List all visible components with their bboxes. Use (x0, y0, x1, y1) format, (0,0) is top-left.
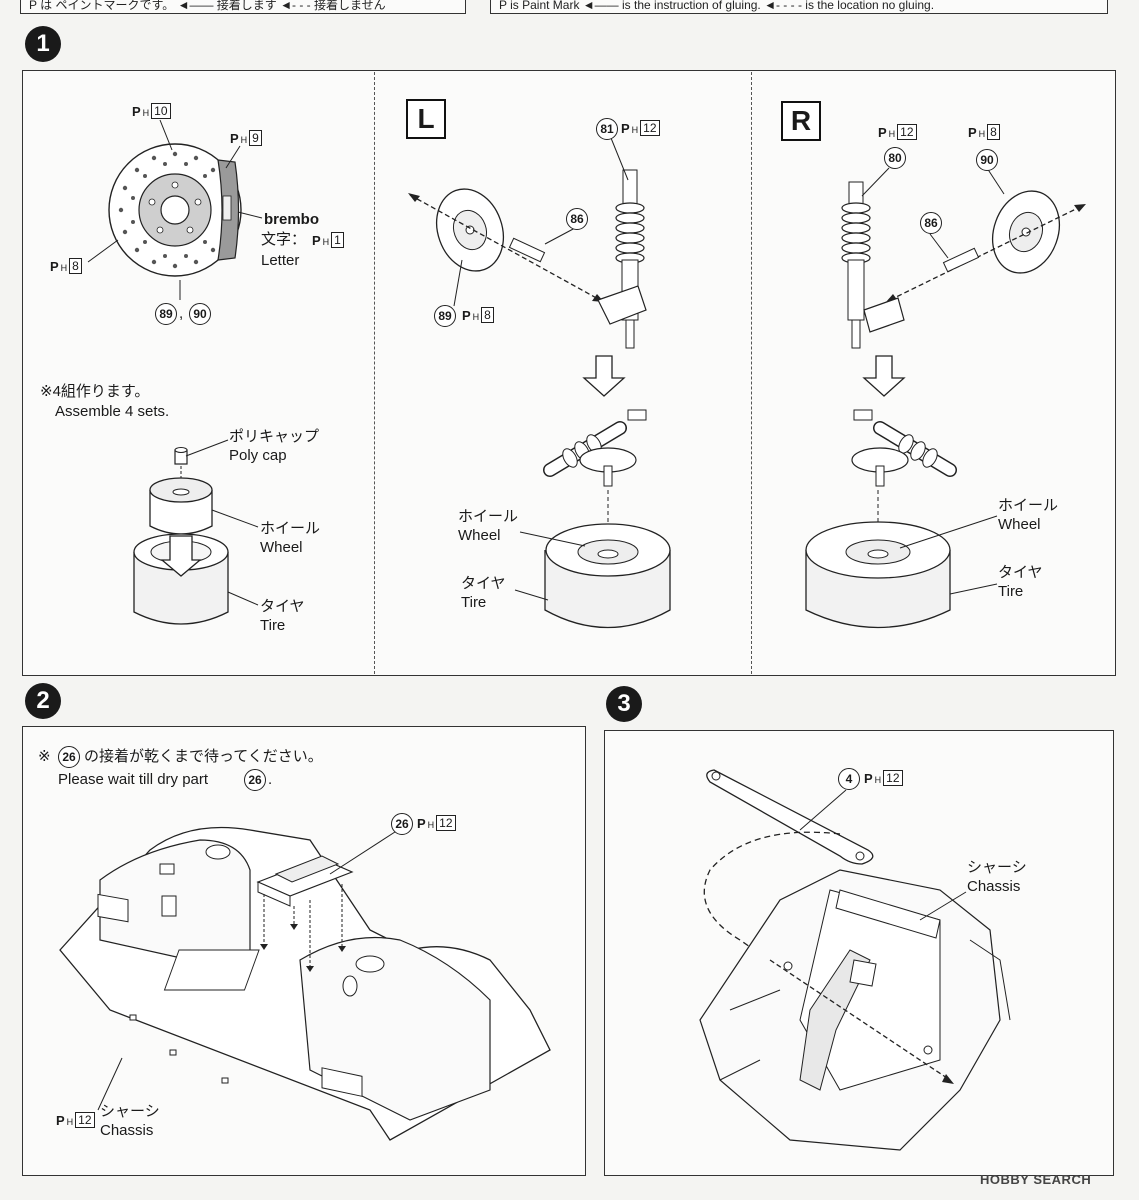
part-26: 26 (391, 813, 413, 835)
assemble-note-jp: ※4組作ります。 (40, 383, 150, 400)
step-3-chassis-en: Chassis (967, 878, 1021, 895)
part-86-left: 86 (566, 208, 588, 230)
step-1-badge: 1 (25, 26, 61, 62)
step-1-divider-2 (751, 72, 752, 674)
right-tire-en: Tire (998, 583, 1024, 600)
part-80: 80 (884, 147, 906, 169)
assemble-note-en: Assemble 4 sets. (55, 403, 170, 420)
step-2-chassis-jp: シャーシ (100, 1103, 160, 1120)
part-90-disc: 90 (189, 303, 211, 325)
part-89-left: 89 (434, 305, 456, 327)
step-2-note-en-period: . (268, 771, 273, 788)
tire-en: Tire (260, 617, 286, 634)
right-tire-jp: タイヤ (998, 564, 1043, 581)
left-wheel-jp: ホイール (458, 508, 519, 525)
step-2-note-marker: ※ (38, 748, 51, 765)
legend-english: P is Paint Mark ◄—— is the instruction o… (490, 0, 1108, 14)
step-2-note-part-26-jp: 26 (58, 746, 80, 768)
side-left-badge: L (406, 99, 446, 139)
part-90-right: 90 (976, 149, 998, 171)
part-81: 81 (596, 118, 618, 140)
part-89-disc: 89 (155, 303, 177, 325)
polycap-jp: ポリキャップ (229, 428, 320, 445)
tire-jp: タイヤ (260, 598, 305, 615)
left-suspension-illustration (408, 169, 671, 629)
polycap-en: Poly cap (229, 447, 287, 464)
part-comma: , (179, 305, 184, 322)
step-2-note-part-26-en: 26 (244, 769, 266, 791)
left-tire-jp: タイヤ (461, 575, 506, 592)
legend-japanese: P は ペイントマークです。 ◄—— 接着します ◄- - - 接着しません (20, 0, 466, 14)
step-3-chassis-jp: シャーシ (967, 859, 1027, 876)
right-wheel-jp: ホイール (998, 497, 1059, 514)
side-right-badge: R (781, 101, 821, 141)
right-wheel-en: Wheel (998, 516, 1041, 533)
chassis-illustration-step-3 (699, 769, 1011, 1151)
letter-jp-label: 文字： (261, 231, 307, 248)
wheel-jp: ホイール (260, 520, 321, 537)
chassis-illustration-step-2 (59, 826, 551, 1141)
left-wheel-en: Wheel (458, 527, 501, 544)
wheel-assembly-illustration (133, 447, 229, 625)
step-2-chassis-en: Chassis (100, 1122, 154, 1139)
step-2-note-en: Please wait till dry part (58, 771, 209, 788)
brake-disc-illustration (108, 143, 242, 277)
step-1-divider-1 (374, 72, 375, 674)
step-2-badge: 2 (25, 683, 61, 719)
letter-en-label: Letter (261, 252, 300, 269)
step-2-note-jp: の接着が乾くまで待ってください。 (84, 748, 323, 765)
right-suspension-illustration (805, 181, 1086, 629)
part-86-right: 86 (920, 212, 942, 234)
part-4: 4 (838, 768, 860, 790)
brembo-label: brembo (264, 211, 320, 228)
hobby-search-watermark: HOBBY SEARCH (980, 1172, 1092, 1187)
wheel-en: Wheel (260, 539, 303, 556)
step-3-badge: 3 (606, 686, 642, 722)
left-tire-en: Tire (461, 594, 487, 611)
